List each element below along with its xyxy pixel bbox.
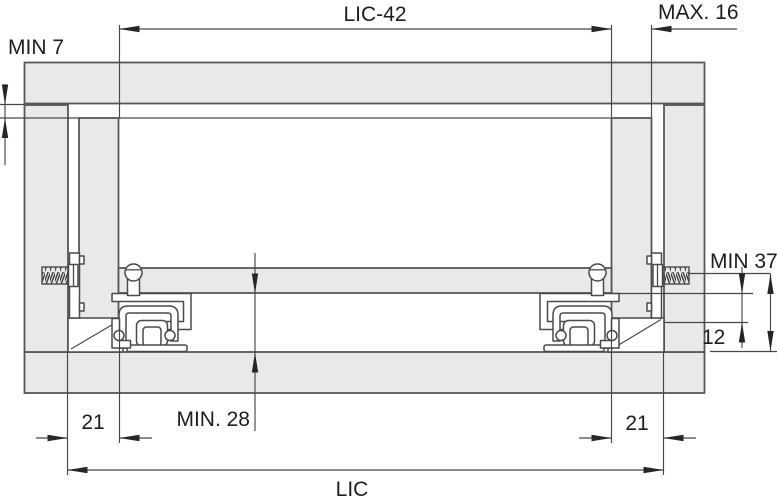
drawer-bottom-panel — [117, 267, 613, 294]
cabinet-carcass — [23, 61, 706, 394]
drawer-left-side-panel — [78, 117, 120, 321]
cabinet-top-panel — [23, 61, 706, 105]
label-21-right: 21 — [625, 412, 648, 435]
drawer-right-side-panel — [610, 117, 653, 321]
arrowhead-left — [119, 25, 140, 33]
cabinet-left-side-panel — [23, 104, 69, 353]
arrowhead-right — [47, 434, 68, 442]
cabinet-bottom-panel — [23, 351, 706, 394]
dimension-labels: MIN 7 LIC-42 MAX. 16 MIN 37 12 21 MIN. 2… — [8, 1, 777, 500]
arrowhead-right — [591, 25, 612, 33]
label-min-37: MIN 37 — [710, 250, 777, 273]
arrowhead-down — [1, 84, 9, 105]
arrowhead-right — [643, 466, 664, 474]
dim-21-left — [36, 320, 152, 475]
dim-lic — [67, 466, 664, 474]
dim-lic-42 — [118, 25, 613, 118]
label-21-left: 21 — [81, 411, 104, 434]
drawer-parts — [67, 117, 665, 353]
arrowhead — [651, 25, 672, 33]
arrowhead-left — [119, 434, 140, 442]
arrowhead-down — [767, 331, 774, 351]
arrowhead-up — [251, 352, 259, 373]
arrowhead-up — [1, 118, 9, 138]
dim-min-28 — [251, 253, 259, 431]
dim-max-16 — [650, 25, 737, 117]
dim-12 — [612, 267, 753, 348]
label-min-7: MIN 7 — [8, 36, 64, 59]
label-lic-42: LIC-42 — [343, 3, 406, 26]
dim-min-37 — [688, 272, 777, 353]
label-12: 12 — [702, 326, 725, 349]
cabinet-right-side-panel — [663, 104, 706, 353]
dim-21-right — [579, 320, 696, 475]
arrowhead-up — [767, 274, 774, 294]
arrowhead-down — [738, 273, 746, 294]
arrowhead-down — [251, 273, 259, 294]
right-chamfer-mark — [611, 319, 662, 350]
label-min-28: MIN. 28 — [176, 408, 250, 431]
label-max-16: MAX. 16 — [658, 1, 739, 24]
dim-min-7 — [0, 84, 79, 165]
arrowhead-left — [67, 466, 88, 474]
arrowhead-right — [591, 434, 612, 442]
arrowhead-left — [663, 434, 684, 442]
label-lic: LIC — [336, 478, 369, 500]
arrowhead-up — [738, 322, 746, 343]
